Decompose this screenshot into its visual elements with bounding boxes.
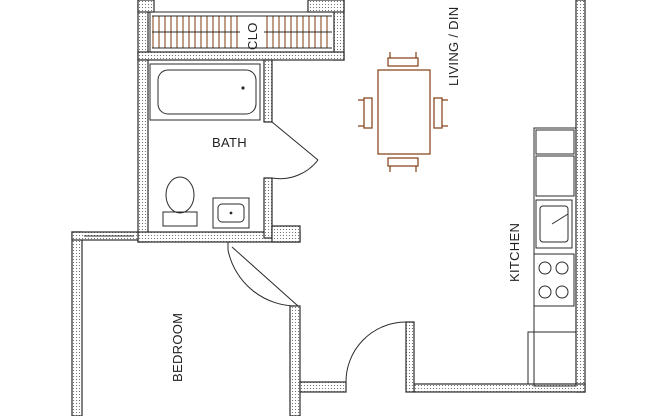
tub-drain-icon [241, 86, 245, 90]
bathtub [149, 63, 261, 121]
dining-table [358, 52, 448, 172]
bedroom-walls [71, 231, 415, 416]
bedroom-door[interactable] [227, 242, 299, 307]
bedroom-label: BEDROOM [170, 313, 185, 382]
counter-lower [527, 331, 577, 385]
entry-door[interactable] [345, 321, 407, 385]
counter-upper [535, 155, 575, 197]
kitchen-sink [535, 199, 573, 249]
refrigerator [535, 129, 575, 155]
kitchen-label: KITCHEN [507, 223, 522, 282]
living-dining-label: LIVING / DIN [446, 7, 461, 86]
closet [137, 0, 345, 61]
bath-door[interactable] [271, 121, 319, 180]
bath-label: BATH [212, 135, 247, 150]
toilet [162, 176, 198, 227]
kitchen [527, 127, 577, 387]
range-stove [533, 253, 575, 307]
closet-label: CLO [245, 22, 260, 50]
sink [212, 197, 250, 229]
bath [137, 59, 319, 243]
